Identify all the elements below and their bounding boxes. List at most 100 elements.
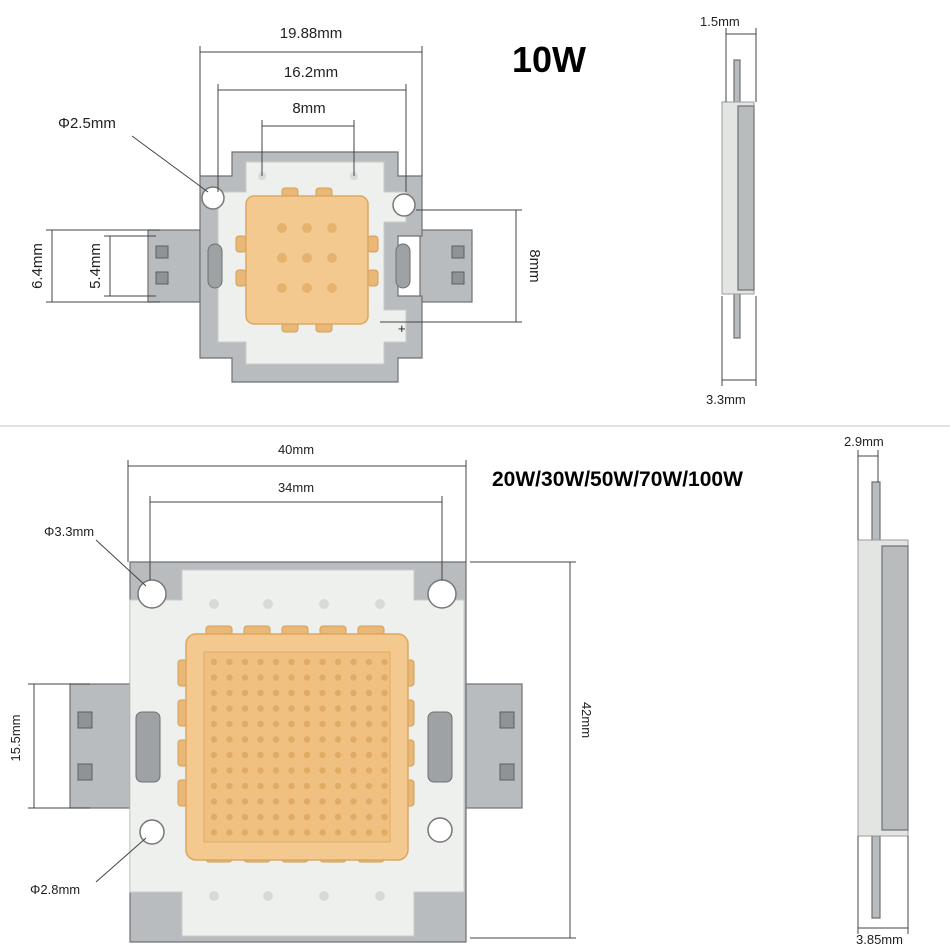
- led-dot: [241, 782, 249, 790]
- slot-left-10w: [207, 243, 223, 289]
- dim-10w-hole: Φ2.5mm: [58, 115, 116, 132]
- led-dot: [319, 674, 326, 681]
- led-dot: [350, 736, 357, 743]
- led-dot: [241, 767, 249, 774]
- led-dot: [319, 798, 326, 805]
- led-dot: [319, 751, 326, 759]
- pad-right-b: [367, 269, 379, 287]
- led-dot: [272, 658, 280, 666]
- slot-right-10w: [395, 243, 411, 289]
- side-10w-pin-top: [733, 59, 741, 105]
- led-dot: [241, 705, 249, 712]
- led-dot: [272, 751, 280, 759]
- led-dot: [257, 705, 264, 712]
- led-dot: [350, 674, 357, 681]
- led-dot: [365, 798, 373, 805]
- dim-10w-height-outer: 6.4mm: [29, 243, 46, 289]
- led-dot: [288, 674, 295, 681]
- led-dot: [272, 689, 280, 697]
- hole-right-10w: [392, 193, 416, 217]
- led-dot: [210, 798, 218, 805]
- dim-100w-hole-bottom: Φ2.8mm: [30, 882, 80, 897]
- led-dot: [319, 720, 326, 728]
- led-dot: [365, 689, 373, 697]
- led-dot: [350, 829, 357, 836]
- dim-10w-width-outer: 19.88mm: [280, 25, 343, 42]
- phosphor-100w-inner: [203, 651, 391, 843]
- led-dot: [241, 813, 249, 821]
- led-dot: [226, 736, 233, 743]
- led-dot: [226, 751, 233, 759]
- led-dot: [241, 829, 249, 836]
- led-dot: [381, 674, 388, 681]
- led-dot: [272, 829, 280, 836]
- led-dot: [272, 767, 280, 774]
- led-dots-100w: [210, 658, 388, 836]
- led-dot: [241, 751, 249, 759]
- led-dot: [381, 751, 388, 759]
- tab-left-100w: [69, 683, 131, 809]
- led-dot: [365, 767, 373, 774]
- led-dot: [334, 658, 342, 666]
- tab-right-100w-slot-b: [499, 763, 515, 781]
- tab-left-slot-b: [155, 271, 169, 285]
- hole-top-right-100w: [427, 579, 457, 609]
- side-100w-pin-bottom: [871, 835, 881, 919]
- led-dot: [365, 782, 373, 790]
- led-dot: [210, 736, 218, 743]
- dim-10w-width-inner: 8mm: [292, 100, 325, 117]
- led-dot: [381, 829, 388, 836]
- led-dot: [226, 798, 233, 805]
- led-dot: [381, 720, 388, 728]
- led-dot: [381, 813, 388, 821]
- side-10w-metal: [737, 105, 755, 291]
- led-dot: [226, 767, 233, 774]
- tab-right-10w: [419, 229, 473, 303]
- dim-100w-height-right: 42mm: [579, 702, 594, 738]
- hole-bottom-right-100w: [427, 817, 453, 843]
- led-dot: [350, 813, 357, 821]
- led-dot: [257, 674, 264, 681]
- led-dot: [257, 813, 264, 821]
- led-dot: [210, 751, 218, 759]
- led-dot: [288, 689, 295, 697]
- led-dot: [210, 829, 218, 836]
- title-10w: 10W: [512, 39, 586, 80]
- led-dot: [210, 705, 218, 712]
- led-dot: [350, 751, 357, 759]
- slot-left-100w: [135, 711, 161, 783]
- led-dot: [303, 751, 311, 759]
- led-dot: [257, 689, 264, 697]
- led-dot: [241, 674, 249, 681]
- led-dot: [288, 658, 295, 666]
- led-dot: [334, 751, 342, 759]
- led-dot: [210, 767, 218, 774]
- led-dot: [226, 813, 233, 821]
- led-dot: [257, 658, 264, 666]
- led-dot: [272, 798, 280, 805]
- led-dot: [303, 798, 311, 805]
- led-dot: [365, 736, 373, 743]
- led-dot: [319, 813, 326, 821]
- title-100w: 20W/30W/50W/70W/100W: [492, 468, 743, 491]
- tab-left-10w: [147, 229, 201, 303]
- led-dot: [365, 813, 373, 821]
- side-100w-bottom-dim: 3.85mm: [856, 932, 903, 947]
- tab-left-100w-slot-b: [77, 763, 93, 781]
- led-dot: [319, 782, 326, 790]
- led-dot: [334, 767, 342, 774]
- led-dot: [350, 689, 357, 697]
- chip-10w-side: 1.5mm 3.3mm: [700, 14, 757, 407]
- slot-right-100w: [427, 711, 453, 783]
- led-dot: [350, 705, 357, 712]
- led-dot: [303, 829, 311, 836]
- led-dot: [241, 798, 249, 805]
- led-dot: [241, 658, 249, 666]
- led-dot: [319, 689, 326, 697]
- hole-left-10w: [201, 186, 225, 210]
- side-100w-top-dim: 2.9mm: [844, 434, 884, 449]
- side-100w-pin-top: [871, 481, 881, 549]
- led-dot: [257, 798, 264, 805]
- led-dot: [210, 720, 218, 728]
- chip-10w-front: +: [147, 151, 473, 383]
